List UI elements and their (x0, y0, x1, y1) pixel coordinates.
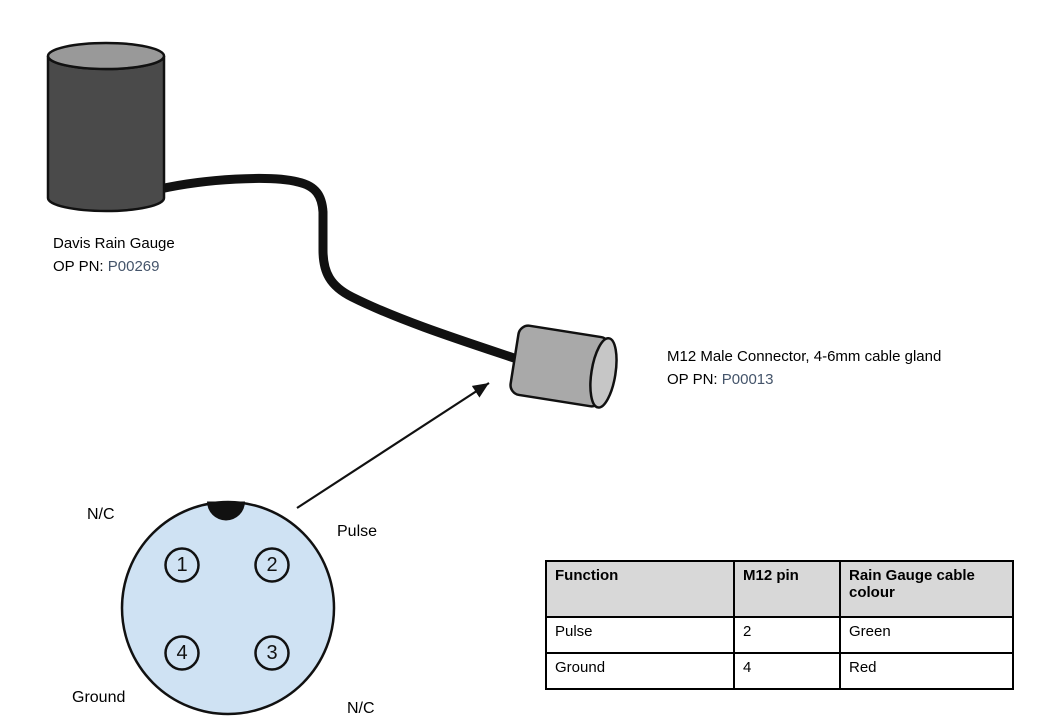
pin-4-number: 4 (176, 642, 188, 664)
rain-gauge-top (46, 41, 166, 71)
column-header-m12-pin: M12 pin (733, 560, 841, 618)
table-row: Ground 4 Red (545, 652, 1014, 690)
pinout-face (120, 500, 336, 716)
pin-3-number: 3 (266, 642, 278, 664)
column-header-function: Function (545, 560, 735, 618)
pinout-label-top-right: Pulse (337, 523, 378, 540)
m12-connector-face (589, 337, 618, 409)
cell-pin: 4 (733, 652, 841, 690)
sensor-cable (155, 173, 519, 363)
connector-part-number: OP PN: P00013 (667, 368, 941, 391)
cell-pin: 2 (733, 616, 841, 654)
cell-colour: Green (839, 616, 1014, 654)
table-header-row: Function M12 pin Rain Gauge cable colour (545, 560, 1014, 618)
keyway-notch-icon (207, 501, 245, 521)
connector-pn-value: P00013 (721, 371, 774, 388)
connector-caption: M12 Male Connector, 4-6mm cable gland OP… (667, 345, 941, 391)
rain-gauge-graphic (46, 41, 166, 213)
table-row: Pulse 2 Green (545, 616, 1014, 654)
rain-gauge-part-number: OP PN: P00269 (53, 255, 175, 278)
pin-2-circle (254, 547, 290, 583)
connector-pn-label: OP PN: (667, 371, 718, 388)
cell-function: Ground (545, 652, 735, 690)
connector-name: M12 Male Connector, 4-6mm cable gland (667, 348, 942, 365)
rain-gauge-pn-value: P00269 (107, 258, 160, 275)
m12-connector-graphic (509, 324, 618, 409)
rain-gauge-name: Davis Rain Gauge (53, 235, 175, 252)
rain-gauge-pn-label: OP PN: (53, 258, 104, 275)
pinout-label-bottom-left: Ground (72, 689, 126, 706)
wiring-table: Function M12 pin Rain Gauge cable colour… (545, 560, 1014, 690)
pinout-label-bottom-right: N/C (347, 700, 375, 717)
column-header-cable-colour: Rain Gauge cable colour (839, 560, 1014, 618)
pin-1-circle (164, 547, 200, 583)
pinout-label-top-left: N/C (87, 506, 115, 523)
pin-3-circle (254, 635, 290, 671)
rain-gauge-body (46, 55, 166, 213)
connector-pointer-arrow (296, 382, 490, 509)
pin-4-circle (164, 635, 200, 671)
rain-gauge-caption: Davis Rain Gauge OP PN: P00269 (53, 232, 175, 278)
pin-2-number: 2 (266, 554, 278, 576)
cell-colour: Red (839, 652, 1014, 690)
pin-1-number: 1 (176, 554, 188, 576)
cell-function: Pulse (545, 616, 735, 654)
